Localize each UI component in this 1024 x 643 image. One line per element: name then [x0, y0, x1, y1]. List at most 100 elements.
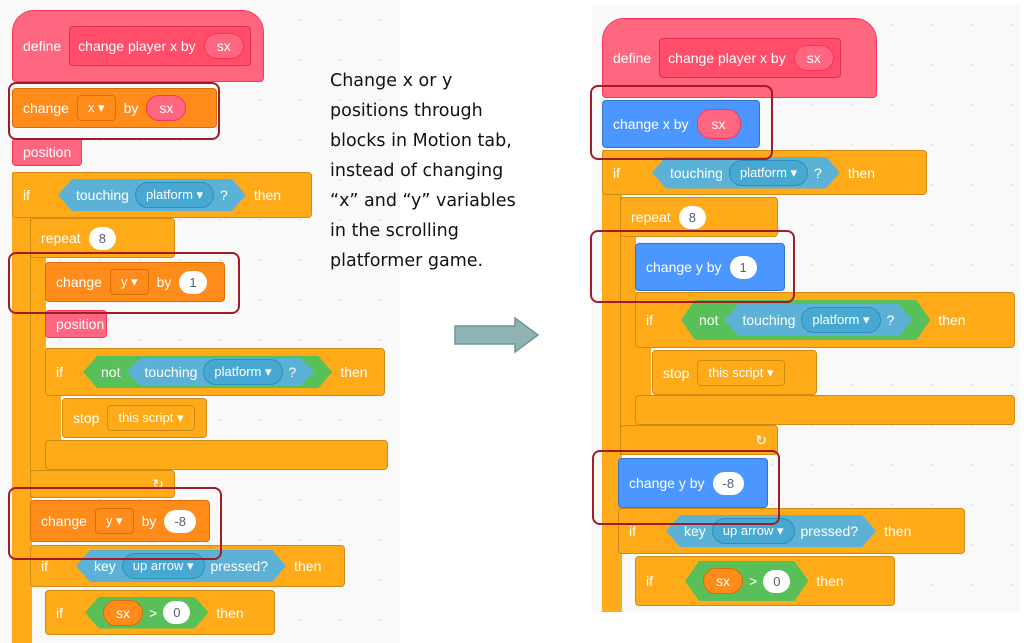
- change-y-label: change y by: [646, 259, 722, 275]
- key-dropdown[interactable]: up arrow ▾: [122, 553, 205, 579]
- change-y-label: change y by: [629, 475, 705, 491]
- param-sx[interactable]: sx: [793, 45, 834, 71]
- touching-condition[interactable]: touching platform ▾ ?: [724, 304, 912, 336]
- change-label: change: [41, 513, 87, 529]
- if-touching-block[interactable]: if touching platform ▾ ? then: [12, 172, 312, 218]
- if-arm: [602, 150, 622, 612]
- if-not-block[interactable]: if not touching platform ▾ ? then: [45, 348, 385, 396]
- if-not-bottom: [45, 440, 388, 470]
- repeat-count[interactable]: 8: [88, 226, 116, 250]
- key-pressed-condition[interactable]: key up arrow ▾ pressed?: [666, 515, 876, 547]
- by-label: by: [156, 274, 172, 290]
- if-key-block[interactable]: if key up arrow ▾ pressed? then: [30, 545, 345, 587]
- value-input[interactable]: -8: [712, 471, 745, 495]
- define-label: define: [613, 50, 652, 66]
- repeat-label: repeat: [41, 230, 81, 246]
- note-line: Change x or y: [330, 71, 453, 91]
- key-pressed-condition[interactable]: key up arrow ▾ pressed?: [76, 550, 286, 582]
- q-label: ?: [220, 187, 228, 203]
- stop-label: stop: [663, 364, 690, 381]
- gt-condition[interactable]: sx > 0: [685, 561, 808, 601]
- repeat-arm: [30, 218, 46, 498]
- change-label: change: [23, 100, 69, 116]
- stop-label: stop: [73, 410, 100, 426]
- then-label: then: [216, 604, 244, 621]
- not-label: not: [699, 312, 719, 328]
- gt-label: >: [149, 604, 158, 621]
- by-label: by: [141, 513, 157, 529]
- touching-condition[interactable]: touching platform ▾ ?: [652, 157, 840, 189]
- then-label: then: [884, 523, 912, 539]
- note-line: instead of changing: [330, 161, 504, 181]
- if-label: if: [56, 604, 63, 621]
- var-dropdown-y[interactable]: y ▾: [109, 269, 149, 295]
- highlight-box: [592, 450, 780, 525]
- platform-dropdown[interactable]: platform ▾: [801, 307, 880, 333]
- sx-variable[interactable]: sx: [103, 600, 143, 626]
- value-input[interactable]: 0: [163, 601, 190, 624]
- param-sx[interactable]: sx: [696, 109, 741, 139]
- platform-dropdown[interactable]: platform ▾: [729, 160, 808, 186]
- platform-dropdown[interactable]: platform ▾: [203, 359, 282, 385]
- then-label: then: [847, 164, 876, 181]
- change-y-block[interactable]: change y ▾ by 1: [45, 262, 225, 302]
- param-sx[interactable]: sx: [146, 95, 187, 121]
- stop-block[interactable]: stop this script ▾: [62, 398, 207, 438]
- pressed-label: pressed?: [210, 558, 269, 574]
- note-line: blocks in Motion tab,: [330, 131, 512, 151]
- var-dropdown-x[interactable]: x ▾: [76, 95, 116, 121]
- q-label: ?: [814, 164, 822, 181]
- if-not-block[interactable]: if not touching platform ▾ ? then: [635, 292, 1015, 348]
- if-touching-block[interactable]: if touching platform ▾ ? then: [602, 150, 927, 195]
- change-y-by-block[interactable]: change y by 1: [635, 243, 785, 291]
- var-dropdown-y[interactable]: y ▾: [94, 508, 134, 534]
- note-line: platformer game.: [330, 251, 484, 271]
- note-line: positions through: [330, 101, 483, 121]
- then-label: then: [294, 558, 322, 574]
- value-input[interactable]: -8: [164, 509, 196, 533]
- repeat-label: repeat: [631, 209, 671, 225]
- if-key-block[interactable]: if key up arrow ▾ pressed? then: [618, 508, 965, 554]
- not-condition[interactable]: not touching platform ▾ ?: [681, 300, 930, 340]
- touching-condition[interactable]: touching platform ▾ ?: [58, 179, 246, 211]
- touching-label: touching: [76, 187, 129, 203]
- if-sx-block[interactable]: if sx > 0 then: [635, 556, 895, 606]
- value-input[interactable]: 1: [729, 255, 757, 279]
- change-y-block[interactable]: change y ▾ by -8: [30, 500, 210, 542]
- value-input[interactable]: 1: [179, 270, 207, 294]
- repeat-block[interactable]: repeat 8: [30, 218, 175, 258]
- stop-option-dropdown[interactable]: this script ▾: [107, 405, 195, 431]
- by-label: by: [123, 100, 139, 116]
- not-condition[interactable]: not touching platform ▾ ?: [83, 356, 332, 388]
- position-label: position: [56, 316, 105, 332]
- then-label: then: [340, 364, 368, 380]
- key-dropdown[interactable]: up arrow ▾: [712, 518, 795, 544]
- gt-condition[interactable]: sx > 0: [85, 597, 208, 629]
- if-not-bottom: [635, 395, 1015, 425]
- stop-option-dropdown[interactable]: this script ▾: [697, 359, 785, 386]
- change-x-block[interactable]: change x ▾ by sx: [12, 88, 217, 128]
- q-label: ?: [288, 364, 297, 380]
- repeat-count[interactable]: 8: [678, 205, 706, 229]
- sx-variable[interactable]: sx: [703, 568, 743, 594]
- highlight-box: [8, 487, 222, 560]
- gt-label: >: [749, 573, 758, 589]
- if-sx-block[interactable]: if sx > 0 then: [45, 590, 275, 635]
- platform-dropdown[interactable]: platform ▾: [135, 182, 214, 208]
- param-sx[interactable]: sx: [203, 33, 244, 59]
- value-input[interactable]: 0: [763, 570, 790, 593]
- define-label: define: [23, 38, 62, 54]
- change-y-by-block[interactable]: change y by -8: [618, 458, 768, 508]
- position-block[interactable]: position: [12, 138, 82, 166]
- change-label: change: [56, 274, 102, 290]
- stop-block[interactable]: stop this script ▾: [652, 350, 817, 395]
- touching-label: touching: [670, 164, 723, 181]
- touching-condition[interactable]: touching platform ▾ ?: [126, 358, 314, 386]
- if-arm: [12, 172, 32, 643]
- change-x-by-block[interactable]: change x by sx: [602, 100, 760, 148]
- position-block[interactable]: position: [45, 310, 107, 338]
